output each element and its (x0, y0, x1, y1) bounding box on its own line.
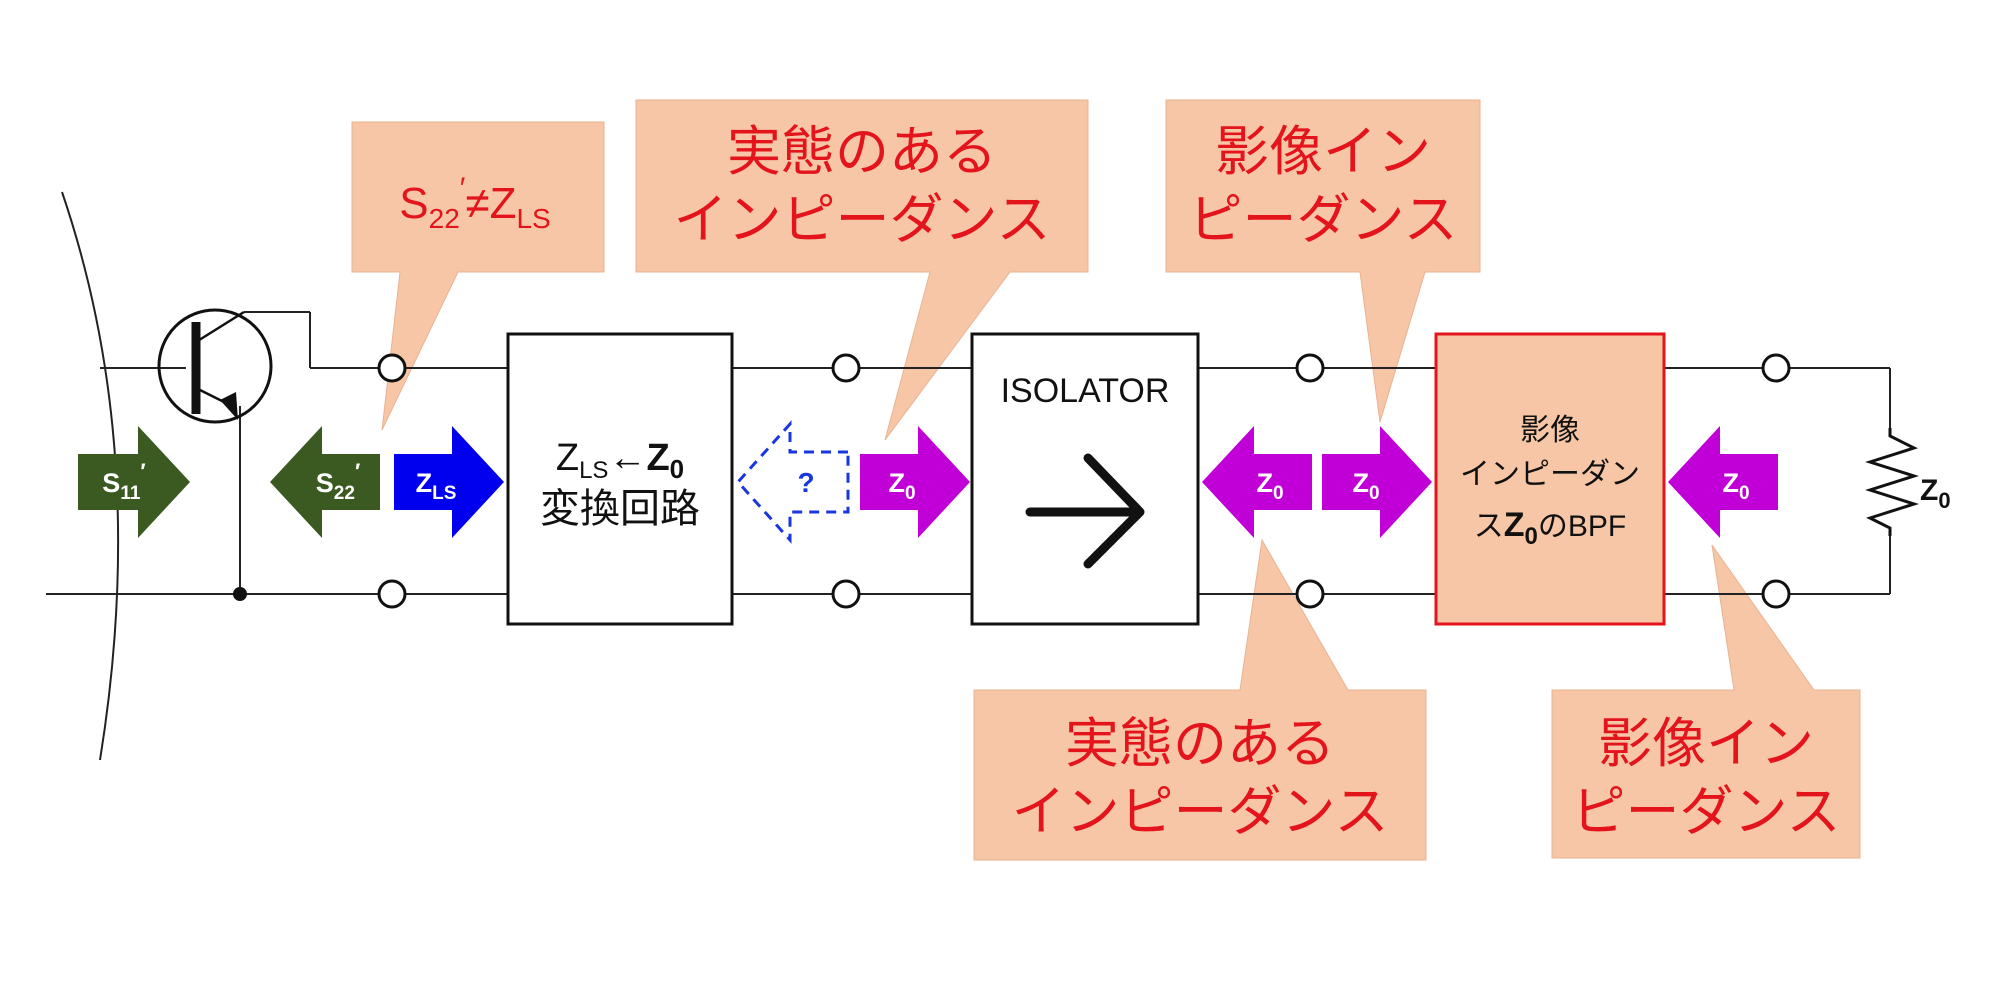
arrow-zls: ZLS (394, 426, 504, 538)
bpf-label-line1: 影像 (1520, 414, 1580, 447)
terminal-port4-top (1761, 353, 1791, 383)
terminal-port1-bottom (377, 579, 407, 609)
callout-real-bottom-line1: 実態のある (1065, 714, 1335, 774)
right-arrow-icon (1025, 453, 1145, 569)
terminal-port4-bottom (1761, 579, 1791, 609)
terminal-port2-top (831, 353, 861, 383)
arrow-unknown-label: ? (797, 467, 814, 498)
callout-real-top-line1: 実態のある (727, 122, 997, 182)
arrow-s11: S11′ (78, 426, 190, 538)
arrow-s22: S22′ (270, 426, 380, 538)
callout-real-bottom-line2: インピーダンス (1012, 782, 1389, 842)
converter-label-line2: 変換回路 (540, 487, 700, 531)
terminal-port1-top (377, 353, 407, 383)
arrow-zls-label: ZLS (416, 468, 457, 504)
load-resistor: Z0 (1865, 428, 1951, 536)
terminals (377, 353, 1791, 609)
bpf-label-line2: インピーダン (1460, 458, 1640, 491)
terminal-port3-bottom (1295, 579, 1325, 609)
bpf-block: 影像 インピーダン スZ0のBPF (1434, 332, 1666, 626)
callout-real-impedance-bottom: 実態のある インピーダンス (973, 538, 1427, 861)
arrow-z0-port3-right: Z0 (1322, 426, 1432, 538)
arrow-z0-port2-right: Z0 (860, 426, 970, 538)
callout-real-impedance-top: 実態のある インピーダンス (635, 99, 1089, 441)
callout-image-top-line1: 影像イン (1215, 122, 1431, 182)
arrow-z0-bpf-out-left: Z0 (1668, 426, 1778, 538)
converter-label-line1: ZLS←Z0 (556, 437, 684, 484)
load-label: Z0 (1920, 474, 1951, 513)
callout-image-top-line2: ピーダンス (1189, 190, 1458, 250)
isolator-block: ISOLATOR (970, 332, 1200, 626)
arrow-z0-label: Z0 (1256, 468, 1283, 504)
terminal-port2-bottom (831, 579, 861, 609)
bpf-label-line3: スZ0のBPF (1474, 506, 1627, 550)
arrow-unknown-dashed: ? (735, 420, 850, 544)
arrow-z0-label: Z0 (888, 468, 915, 504)
arrow-z0-isolator-out-left: Z0 (1202, 426, 1312, 538)
callout-image-bottom-line1: 影像イン (1598, 714, 1814, 774)
callout-s22-neq-text: S22′≠ZLS (399, 172, 550, 234)
arrow-s11-label: S11′ (102, 459, 145, 504)
arrow-z0-label: Z0 (1352, 468, 1379, 504)
callout-real-top-line2: インピーダンス (674, 190, 1051, 250)
terminal-port3-top (1295, 353, 1325, 383)
converter-block: ZLS←Z0 変換回路 (506, 332, 734, 626)
arrow-z0-label: Z0 (1722, 468, 1749, 504)
transistor-symbol (157, 308, 273, 601)
isolator-label: ISOLATOR (1001, 372, 1170, 410)
callout-s22-neq-zls: S22′≠ZLS (351, 121, 605, 431)
ground-junction-dot (233, 587, 247, 601)
callout-image-impedance-top: 影像イン ピーダンス (1165, 99, 1481, 423)
arrow-s22-label: S22′ (316, 459, 360, 504)
callout-image-bottom-line2: ピーダンス (1572, 782, 1841, 842)
callout-image-impedance-bottom: 影像イン ピーダンス (1551, 544, 1861, 859)
